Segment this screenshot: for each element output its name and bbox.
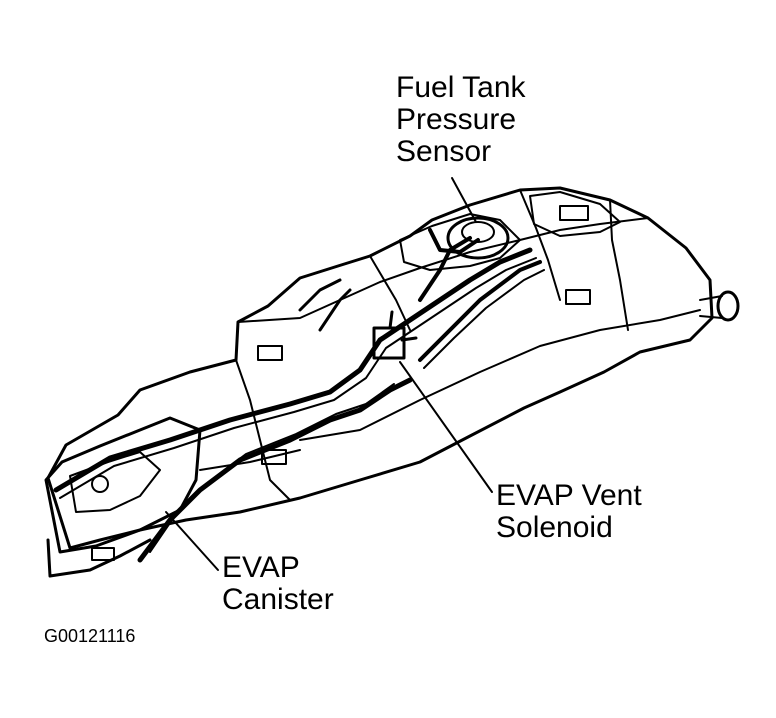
tank-port-4 xyxy=(559,205,589,221)
label-line: Solenoid xyxy=(496,511,613,544)
label-line: EVAP Vent xyxy=(496,479,642,512)
leader-pressure-sensor xyxy=(451,177,477,223)
vapor-line-2 xyxy=(59,257,537,499)
label-evap-canister: EVAP Canister xyxy=(222,552,334,616)
tank-rib-1 xyxy=(369,255,411,331)
evap-canister-face xyxy=(69,451,161,513)
pressure-sensor-module xyxy=(446,216,510,260)
label-line: EVAP xyxy=(222,551,300,584)
canister-bracket xyxy=(46,538,152,578)
tank-port-2 xyxy=(261,449,287,465)
label-evap-vent-solenoid: EVAP Vent Solenoid xyxy=(496,480,642,544)
evap-canister-body xyxy=(44,416,202,554)
figure-id: G00121116 xyxy=(44,626,136,646)
tank-lower-contour xyxy=(299,309,701,441)
tank-lower-contour-2 xyxy=(199,449,301,471)
hose-left xyxy=(298,278,352,332)
fuel-line-2 xyxy=(149,383,395,553)
tank-port-1 xyxy=(257,345,283,361)
label-fuel-tank-pressure-sensor: Fuel Tank Pressure Sensor xyxy=(396,72,526,168)
label-line: Sensor xyxy=(396,135,492,168)
tank-rib-3 xyxy=(609,199,629,331)
label-line: Canister xyxy=(222,583,334,616)
solenoid-fitting xyxy=(388,310,418,342)
vapor-line-1 xyxy=(53,247,533,493)
tank-rib-2 xyxy=(519,189,561,301)
filler-neck xyxy=(716,290,740,322)
line-over-tank-2 xyxy=(423,269,545,369)
tank-port-3 xyxy=(565,289,591,305)
filler-neck-tube xyxy=(699,295,723,319)
label-line: Pressure xyxy=(396,103,517,136)
tank-side-contour xyxy=(235,359,291,501)
tank-raised-panel-2 xyxy=(529,191,621,237)
leader-vent-solenoid xyxy=(399,361,493,493)
canister-connector xyxy=(91,547,115,561)
evap-canister-port xyxy=(91,475,109,493)
label-line: Fuel Tank xyxy=(396,71,526,104)
leader-canister xyxy=(165,511,219,571)
tank-raised-panel xyxy=(399,213,521,271)
line-over-tank xyxy=(418,236,542,362)
